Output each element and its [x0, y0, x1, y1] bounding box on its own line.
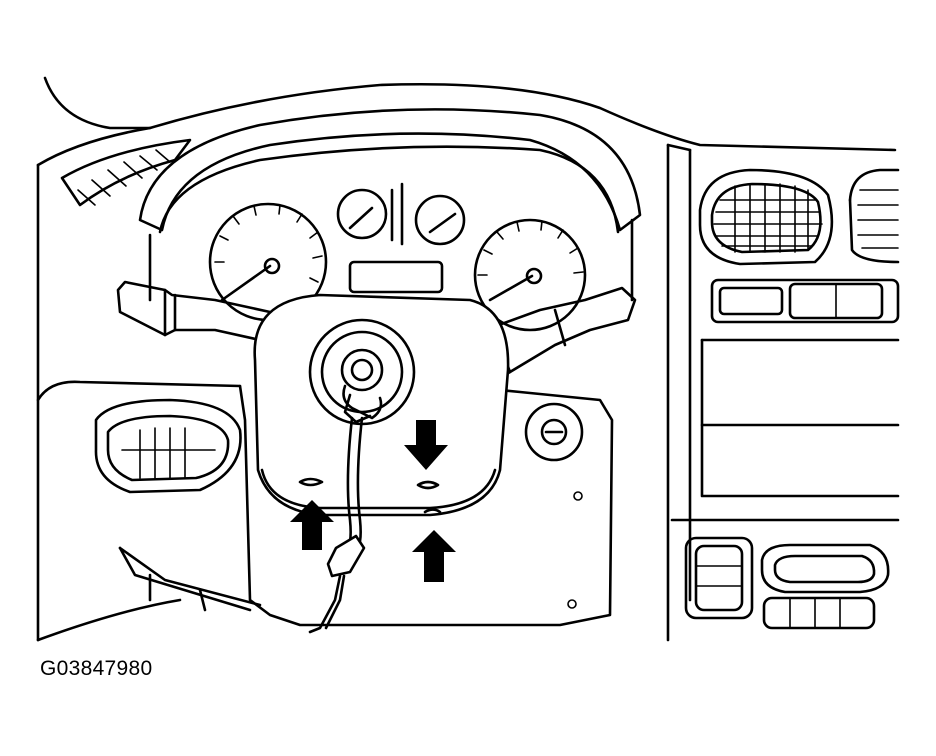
left-side-vent [60, 138, 192, 207]
small-gauges [336, 182, 466, 294]
left-multifunction-stalk [116, 280, 272, 342]
airbag-connector-wire [308, 416, 366, 634]
radio-opening [700, 338, 900, 498]
left-lower-vent [94, 398, 242, 494]
removal-arrow-right [412, 530, 456, 582]
center-console [666, 143, 900, 642]
ignition-lock [524, 402, 584, 462]
dashboard-outline [36, 76, 897, 642]
airbag-module [253, 293, 510, 517]
column-shroud [118, 384, 614, 627]
figure-id-label: G03847980 [40, 657, 153, 680]
climate-control-panel [670, 518, 900, 630]
removal-arrow-upper [404, 420, 448, 470]
center-air-vents [698, 168, 900, 266]
hazard-switch-panel [710, 278, 900, 324]
speedometer-gauge [473, 218, 587, 332]
removal-arrow-left [290, 500, 334, 550]
